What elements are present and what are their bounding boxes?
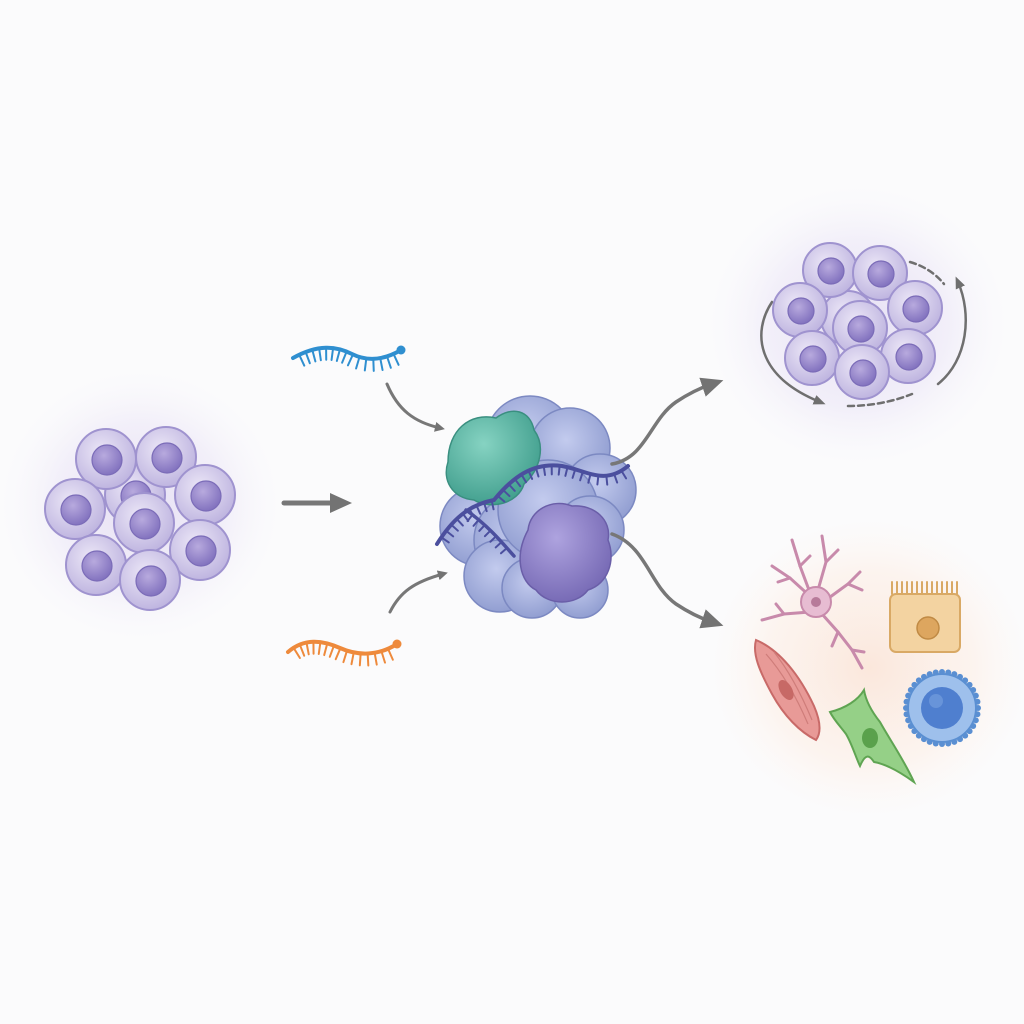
renewal-cell	[852, 245, 908, 301]
epithelial-cell	[889, 581, 961, 653]
fibroblast-cell	[828, 687, 917, 785]
arrow-complex-to-differentiation	[610, 532, 724, 629]
arrow-blue-rna-to-complex	[385, 382, 445, 432]
muscle-cell	[754, 638, 821, 742]
renewal-cell	[832, 300, 888, 356]
rna-input-orange-icon	[286, 639, 402, 667]
stem-cell	[44, 478, 106, 540]
renewal-cell	[887, 280, 943, 336]
stem-cell	[135, 426, 197, 488]
arrow-complex-to-self-renewal	[610, 377, 724, 466]
protein-complex-icon	[435, 395, 637, 619]
self-renewal-cycle-icon	[760, 242, 967, 408]
stem-cell-cluster-icon	[44, 426, 236, 611]
immune-cell	[903, 669, 981, 747]
renewal-cell	[784, 330, 840, 386]
neuron-cell	[760, 534, 866, 670]
renewal-cell	[834, 344, 890, 400]
stem-cell	[113, 492, 175, 554]
renewal-cell	[772, 282, 828, 338]
cycle-arrow-left	[760, 300, 826, 405]
renewal-cell	[802, 242, 858, 298]
differentiated-cells-icon	[754, 534, 981, 785]
stem-cell	[75, 428, 137, 490]
violet-subunit	[519, 502, 612, 603]
rna-input-blue-icon	[291, 345, 406, 372]
differentiation-glow	[710, 518, 1024, 818]
stem-cell	[119, 549, 181, 611]
stem-cell	[65, 534, 127, 596]
stem-cell	[174, 464, 236, 526]
stem-cell	[169, 519, 231, 581]
cycle-arrow-right	[936, 276, 967, 386]
arrow-orange-rna-to-complex	[388, 570, 448, 614]
